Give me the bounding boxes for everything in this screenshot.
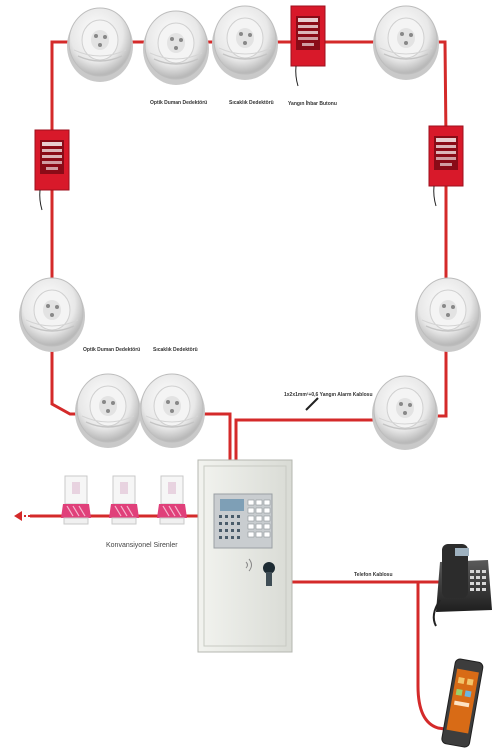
panel-lcd (220, 499, 244, 511)
siren-2 (108, 475, 140, 525)
cable-marker (305, 397, 319, 411)
phone-cable (290, 580, 453, 732)
optical-smoke-detector-top (142, 10, 210, 86)
siren-3 (156, 475, 188, 525)
siren-1 (60, 475, 92, 525)
panel-keypad (247, 499, 271, 538)
label-conventional-sirens: Konvansiyonel Sirenler (106, 542, 178, 549)
panel-key-lock (263, 562, 275, 574)
label-optical-smoke-detector-bottom: Optik Duman Dedektörü (83, 347, 141, 353)
label-manual-call-point: Yangın İhbar Butonu (288, 101, 337, 107)
telephone (432, 544, 492, 627)
smoke-detector-left (18, 277, 86, 353)
label-heat-detector-top: Sıcaklık Dedektörü (229, 100, 274, 106)
heat-detector-top (211, 5, 279, 81)
optical-smoke-detector-bottom (74, 373, 142, 449)
label-heat-detector-bottom: Sıcaklık Dedektörü (153, 347, 198, 353)
heat-detector-bottom (138, 373, 206, 449)
label-phone-cable: Telefon Kablosu (354, 572, 393, 578)
telephone-handset (442, 544, 468, 598)
fire-alarm-control-panel (197, 459, 293, 653)
smoke-detector-bottom-right (371, 375, 439, 451)
label-alarm-cable: 1x2x1mm²+0,6 Yangın Alarm Kablosu (284, 392, 373, 398)
manual-call-point-top (290, 5, 326, 87)
smoke-detector-top-1 (66, 7, 134, 83)
smoke-detector-top-5 (372, 5, 440, 81)
smoke-detector-right (414, 277, 482, 353)
label-optical-smoke-detector-top: Optik Duman Dedektörü (150, 100, 208, 106)
mobile-phone (441, 658, 484, 748)
